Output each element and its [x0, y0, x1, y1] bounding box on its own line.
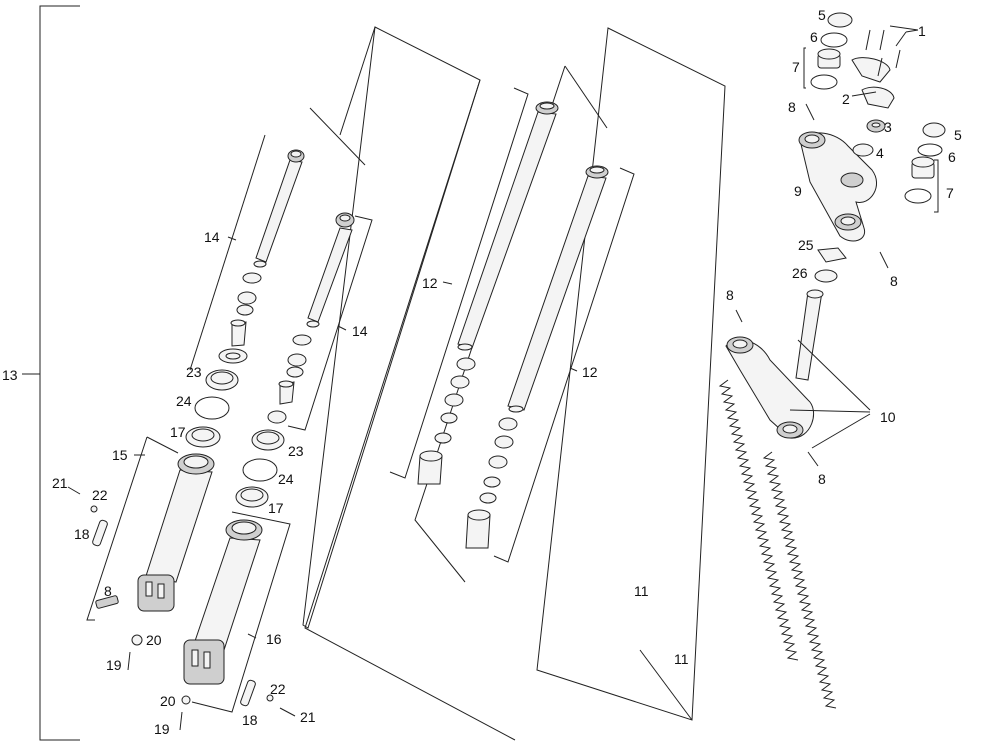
- label-15: 15: [112, 447, 128, 463]
- label-25: 25: [798, 237, 814, 253]
- label-24b: 24: [278, 471, 294, 487]
- label-19a: 19: [106, 657, 122, 673]
- label-5b: 5: [954, 127, 962, 143]
- label-2: 2: [842, 91, 850, 107]
- label-21a: 21: [52, 475, 68, 491]
- lower-triple-clamp: [725, 289, 824, 467]
- part-labels: 13 14 14 23 24 17 23 24 17 15 16 21 22 1…: [2, 7, 962, 737]
- spring-right: [762, 451, 837, 709]
- label-16: 16: [266, 631, 282, 647]
- label-18a: 18: [74, 526, 90, 542]
- label-7a: 7: [792, 59, 800, 75]
- label-22a: 22: [92, 487, 108, 503]
- label-8b: 8: [726, 287, 734, 303]
- inner-tube-a: [253, 149, 305, 268]
- label-6a: 6: [810, 29, 818, 45]
- label-10: 10: [880, 409, 896, 425]
- assembly-bracket-13: [22, 5, 80, 741]
- label-24a: 24: [176, 393, 192, 409]
- label-13: 13: [2, 367, 18, 383]
- label-12b: 12: [582, 364, 598, 380]
- label-26: 26: [792, 265, 808, 281]
- group-box-slider-left: [86, 436, 179, 621]
- label-3: 3: [884, 119, 892, 135]
- upper-triple-clamp: [798, 131, 878, 242]
- stanchion-tube-left: [457, 101, 559, 351]
- seal-ring-right: [235, 429, 285, 508]
- group-box-spring-right: [639, 649, 693, 721]
- hardware-left: [67, 486, 296, 731]
- label-7b: 7: [946, 185, 954, 201]
- label-19b: 19: [154, 721, 170, 737]
- group-box-tube-inner-b: [287, 215, 373, 431]
- seal-ring-left: [185, 348, 248, 448]
- spring-left: [718, 379, 799, 661]
- stanchion-tube-right: [507, 165, 609, 413]
- label-11b: 11: [674, 651, 689, 667]
- label-12a: 12: [422, 275, 438, 291]
- outer-slider-right: [183, 519, 263, 685]
- label-8c: 8: [818, 471, 826, 487]
- outer-slider-left: [137, 453, 215, 612]
- group-box-right-tube: [536, 27, 726, 721]
- label-22b: 22: [270, 681, 286, 697]
- label-14a: 14: [204, 229, 220, 245]
- group-box-slider-right: [191, 511, 291, 713]
- label-6b: 6: [948, 149, 956, 165]
- label-1: 1: [918, 23, 926, 39]
- label-23a: 23: [186, 364, 202, 380]
- label-20b: 20: [160, 693, 176, 709]
- group-box-stanchion-left: [389, 65, 608, 583]
- label-8d: 8: [890, 273, 898, 289]
- ring-stack-right: [465, 417, 518, 549]
- leader-lines: [134, 25, 939, 639]
- label-8e: 8: [788, 99, 796, 115]
- label-14b: 14: [352, 323, 368, 339]
- label-17b: 17: [268, 500, 284, 516]
- ring-stack-left: [417, 357, 476, 485]
- top-caps-and-bolts: [805, 12, 946, 283]
- label-21b: 21: [300, 709, 316, 725]
- bushing-stack-right: [267, 334, 312, 424]
- label-20a: 20: [146, 632, 162, 648]
- label-17a: 17: [170, 424, 186, 440]
- label-5a: 5: [818, 7, 826, 23]
- bushing-stack-left: [230, 272, 262, 347]
- label-23b: 23: [288, 443, 304, 459]
- label-8a: 8: [104, 583, 112, 599]
- group-box-tube-inner-a: [189, 107, 366, 371]
- label-4: 4: [876, 145, 884, 161]
- label-9: 9: [794, 183, 802, 199]
- group-box-left-tube: [302, 26, 516, 741]
- inner-tube-b: [306, 212, 355, 328]
- label-18b: 18: [242, 712, 258, 728]
- label-11a: 11: [634, 583, 649, 599]
